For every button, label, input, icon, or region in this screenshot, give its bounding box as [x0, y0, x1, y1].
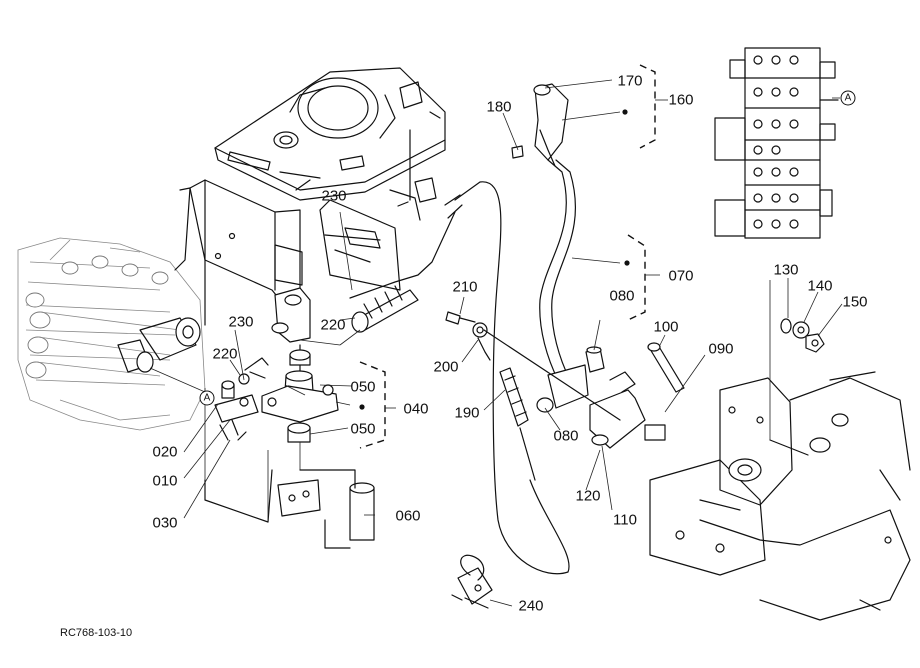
callout-220-right: 220	[320, 316, 346, 334]
lower-bracket	[204, 469, 375, 549]
leader-lines	[183, 79, 843, 607]
callout-050-lower: 050	[350, 420, 376, 438]
leader-dots	[359, 109, 630, 410]
callout-230-lower: 230	[228, 313, 254, 331]
center-bracket	[319, 129, 437, 291]
callout-230-upper: 230	[321, 187, 347, 205]
callout-240: 240	[518, 597, 544, 615]
drawing-code: RC768-103-10	[60, 627, 133, 639]
upper-mount-plate	[214, 67, 446, 201]
callout-190: 190	[454, 404, 480, 422]
callout-060: 060	[395, 507, 421, 525]
callout-180: 180	[486, 98, 512, 116]
lever-pivot-parts	[483, 329, 685, 449]
callout-120: 120	[575, 487, 601, 505]
callout-110: 110	[613, 511, 637, 529]
control-valve-ghost	[17, 237, 206, 431]
callout-140: 140	[807, 277, 833, 295]
callout-160: 160	[668, 91, 694, 109]
callout-020: 020	[152, 443, 178, 461]
shift-bracket-assembly	[261, 287, 339, 470]
callout-130: 130	[773, 261, 799, 279]
valve-spool-ends	[117, 317, 206, 393]
callout-010: 010	[152, 472, 178, 490]
view-marker-a-valve: A	[840, 90, 856, 106]
callout-150: 150	[842, 293, 868, 311]
callout-040: 040	[403, 400, 429, 418]
clip-and-washer-parts	[214, 357, 269, 441]
callout-090: 090	[708, 340, 734, 358]
nut-washer-set	[780, 318, 825, 353]
callout-070: 070	[668, 267, 694, 285]
callout-220-left: 220	[212, 345, 238, 363]
callout-080-lower: 080	[553, 427, 579, 445]
shift-lever	[511, 83, 589, 413]
side-bracket	[174, 179, 303, 326]
group-brackets	[359, 64, 668, 449]
view-marker-a-frame: A	[199, 390, 215, 406]
callout-100: 100	[653, 318, 679, 336]
callout-030: 030	[152, 514, 178, 532]
callout-200: 200	[433, 358, 459, 376]
callout-210: 210	[452, 278, 478, 296]
transmission-housing	[649, 371, 911, 621]
callout-170: 170	[617, 72, 643, 90]
callout-080-upper: 080	[609, 287, 635, 305]
callout-050-upper: 050	[350, 378, 376, 396]
valve-block-inset	[714, 47, 839, 239]
shift-cable	[349, 181, 570, 575]
cable-clamp	[451, 554, 493, 609]
